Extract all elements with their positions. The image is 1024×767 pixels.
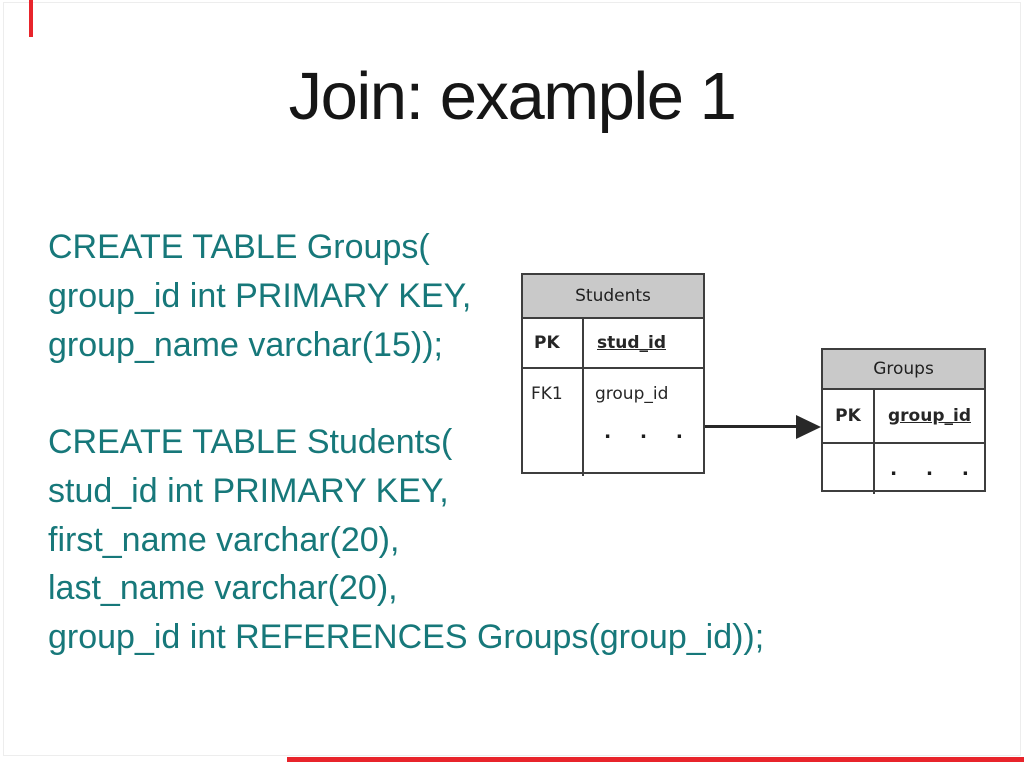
groups-ellipsis: . . . xyxy=(890,458,980,480)
red-accent-bottom xyxy=(287,757,1024,762)
groups-pk-label: PK xyxy=(823,390,875,442)
relationship-arrow-line xyxy=(705,425,799,428)
sql-line: group_name varchar(15)); xyxy=(48,325,443,364)
students-fk-row: FK1 group_id . . . xyxy=(523,369,703,476)
students-pk-field: stud_id xyxy=(597,333,667,353)
sql-line: stud_id int PRIMARY KEY, xyxy=(48,471,449,510)
sql-line: CREATE TABLE Groups( xyxy=(48,228,430,266)
groups-pk-row: PK group_id xyxy=(823,390,984,444)
groups-end-row: . . . xyxy=(823,444,984,494)
groups-ellipsis-cell: . . . xyxy=(875,444,984,494)
sql-code-block: CREATE TABLE Groups( group_id int PRIMAR… xyxy=(48,223,764,662)
groups-table-header: Groups xyxy=(823,350,984,390)
students-table: Students PK stud_id FK1 group_id . . . xyxy=(521,273,705,476)
relationship-arrow-head-icon xyxy=(796,415,821,439)
red-accent-left xyxy=(29,0,33,37)
students-ellipsis: . . . xyxy=(604,421,694,443)
sql-line: first_name varchar(20), xyxy=(48,520,400,559)
sql-line: last_name varchar(20), xyxy=(48,569,398,608)
students-table-header: Students xyxy=(523,275,703,319)
students-fk-field: group_id xyxy=(595,384,669,404)
students-fk-label: FK1 xyxy=(523,369,584,476)
sql-line: CREATE TABLE Students( xyxy=(48,423,453,461)
students-pk-row: PK stud_id xyxy=(523,319,703,369)
sql-line: group_id int PRIMARY KEY, xyxy=(48,276,472,315)
students-pk-label: PK xyxy=(523,319,584,367)
groups-pk-field: group_id xyxy=(888,406,971,426)
slide-title: Join: example 1 xyxy=(288,59,737,134)
students-fk-cell: group_id . . . xyxy=(584,369,703,476)
groups-table: Groups PK group_id . . . xyxy=(821,348,986,494)
groups-empty-cell xyxy=(823,444,875,494)
sql-line: group_id int REFERENCES Groups(group_id)… xyxy=(48,618,765,656)
